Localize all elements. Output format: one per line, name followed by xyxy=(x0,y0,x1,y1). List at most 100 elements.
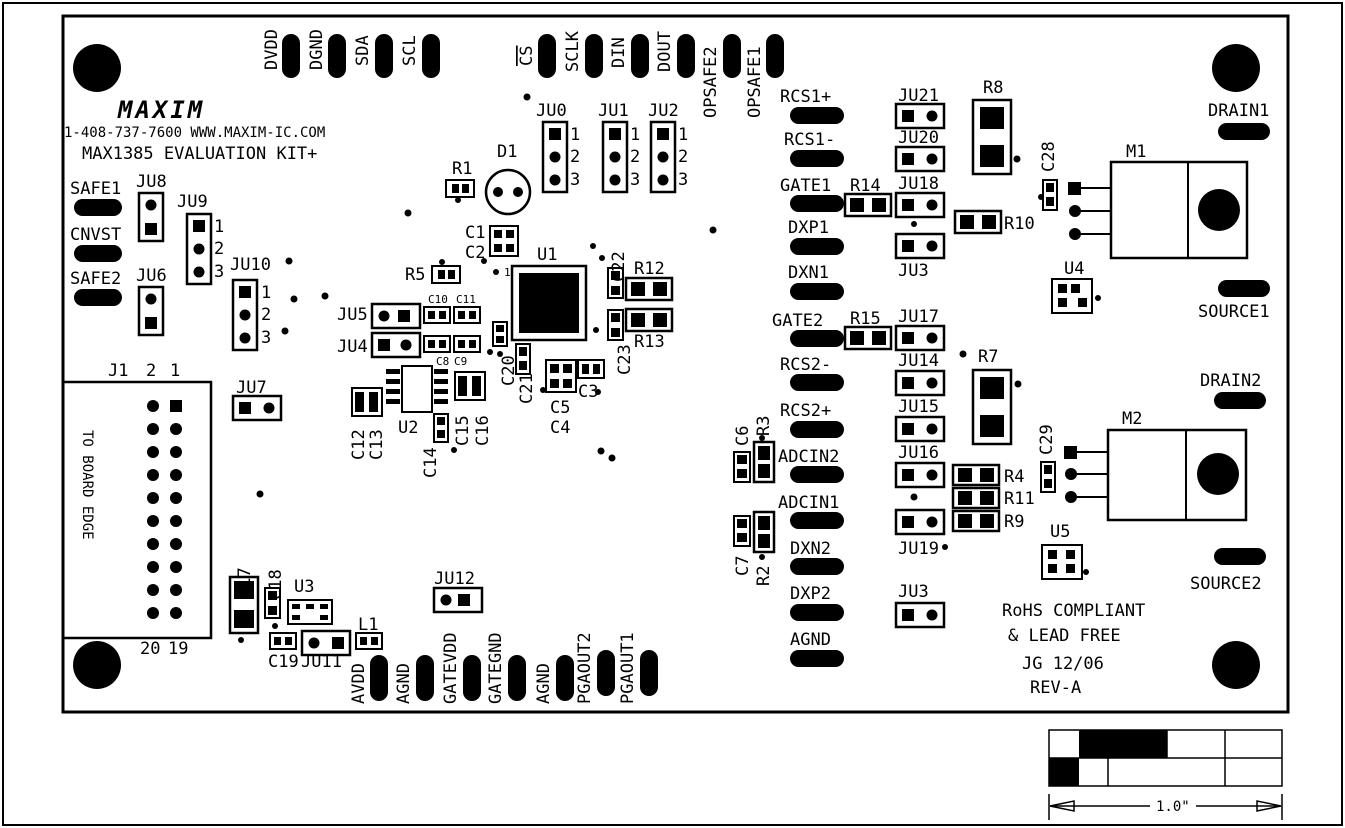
label-drain1: DRAIN1 xyxy=(1208,101,1269,121)
label-ju8: JU7 xyxy=(236,378,267,398)
label-ju21: JU21 xyxy=(898,86,939,106)
label-rcs2m: RCS2- xyxy=(780,355,831,375)
label-c28: C28 xyxy=(1039,141,1059,172)
jumper-ju11 xyxy=(231,278,259,352)
label-din: DIN xyxy=(609,37,629,68)
pin-number: 1 xyxy=(504,266,511,279)
label-c13: C13 xyxy=(367,429,387,460)
label-c29: C29 xyxy=(1037,424,1057,455)
pad-din xyxy=(631,34,649,78)
rohs-line2: & LEAD FREE xyxy=(1008,626,1121,646)
jumper-ju8 xyxy=(231,394,283,422)
label-r10: R10 xyxy=(1004,214,1035,234)
ic-u2 xyxy=(401,365,433,413)
pin xyxy=(193,243,205,255)
pad-sda xyxy=(375,34,393,78)
label-ju9: JU8 xyxy=(136,172,167,192)
mounting-hole xyxy=(1212,641,1260,689)
top-pad-group: DVDD DGND SDA SCL CS SCLK DIN DOUT OPSAF… xyxy=(262,29,784,118)
pin-number: 3 xyxy=(214,262,224,282)
label-dxn1: DXN1 xyxy=(788,263,829,283)
label-cnvst: CNVST xyxy=(70,225,121,245)
capacitor-c17 xyxy=(228,575,260,635)
label-c11: C11 xyxy=(456,293,476,306)
j1-pin-2: 2 xyxy=(146,361,156,381)
jumper-ju2 xyxy=(649,120,677,194)
right-pad-group: DRAIN1 SOURCE1 DRAIN2 SOURCE2 xyxy=(1190,101,1270,594)
jumper-ju6 xyxy=(370,302,422,330)
label-r5: R4 xyxy=(1004,467,1024,487)
mounting-hole xyxy=(73,44,121,92)
bottom-pad-group: AVDD AGND GATEVDD GATEGND AGND PGAOUT2 P… xyxy=(349,632,658,704)
label-r13: R13 xyxy=(634,332,665,352)
j1-pin-grid xyxy=(147,400,182,619)
pin-number: 2 xyxy=(630,147,640,167)
label-m1: M1 xyxy=(1126,142,1146,162)
pad-scl xyxy=(422,34,440,78)
pad-gatevdd xyxy=(463,655,481,701)
label-l1: L1 xyxy=(358,615,378,635)
ic-u3 xyxy=(287,599,333,625)
pin xyxy=(239,332,251,344)
label-d1: D1 xyxy=(497,142,517,162)
label-c8: C8 xyxy=(436,355,449,368)
capacitor-c5 xyxy=(545,359,577,393)
connector-note: TO BOARD EDGE xyxy=(79,430,95,540)
label-c16: C16 xyxy=(473,415,493,446)
label-r12: R12 xyxy=(634,259,665,279)
label-cs: CS xyxy=(517,46,537,66)
label-c2: C2 xyxy=(465,243,485,263)
pin-number: 3 xyxy=(261,328,271,348)
label-ju4: JU3 xyxy=(898,582,929,602)
label-opsafe2: OPSAFE2 xyxy=(701,46,721,118)
pin-number: 2 xyxy=(261,305,271,325)
pin xyxy=(263,402,275,414)
label-ju3: JU3 xyxy=(898,261,929,281)
label-c20: C20 xyxy=(499,355,519,386)
pin-number: 3 xyxy=(570,170,580,190)
pad-cs xyxy=(538,34,556,78)
label-r14: R14 xyxy=(850,176,881,196)
jumper-ju7 xyxy=(137,285,165,337)
pad-opsafe2 xyxy=(723,34,741,78)
jumper-ju9 xyxy=(137,191,165,243)
pin xyxy=(239,309,251,321)
label-ju20: JU20 xyxy=(898,128,939,148)
revision: REV-A xyxy=(1030,678,1081,698)
label-sclk: SCLK xyxy=(563,30,583,72)
pad-sclk xyxy=(585,34,603,78)
company-contact: 1-408-737-7600 WWW.MAXIM-IC.COM xyxy=(64,125,325,141)
label-c9: C9 xyxy=(454,355,467,368)
pin-number: 1 xyxy=(261,283,271,303)
capacitors-c15-c16 xyxy=(454,371,486,401)
pad-dvdd xyxy=(282,34,300,78)
pin xyxy=(193,266,205,278)
maxim-logo: MAXIM xyxy=(117,96,205,124)
mounting-hole xyxy=(1212,44,1260,92)
jumper-column: JU21 JU20 JU18 JU3 JU17 JU14 JU15 JU16 J… xyxy=(894,86,946,629)
label-u5: U5 xyxy=(1050,522,1070,542)
label-c14: C14 xyxy=(421,447,441,478)
label-safe2: SAFE2 xyxy=(70,269,121,289)
label-ju6: JU5 xyxy=(337,305,368,325)
label-opsafe1: OPSAFE1 xyxy=(745,46,765,118)
board-title: MAX1385 EVALUATION KIT+ xyxy=(82,144,317,164)
pin xyxy=(145,223,157,235)
label-m2: M2 xyxy=(1122,409,1142,429)
label-r9: R9 xyxy=(1004,512,1024,532)
label-dgnd: DGND xyxy=(307,29,327,70)
jumper-ju12 xyxy=(300,629,352,657)
j1-pin-20: 20 xyxy=(140,639,160,659)
pad-safe2 xyxy=(74,289,122,306)
pin-number: 1 xyxy=(214,217,224,237)
label-ju2: JU2 xyxy=(648,101,679,121)
pad-pgaout2 xyxy=(597,650,615,696)
label-ju12: JU11 xyxy=(301,652,342,672)
ic-u4 xyxy=(1051,278,1093,314)
label-rcs1m: RCS1- xyxy=(784,130,835,150)
pad-cnvst xyxy=(74,245,122,262)
label-drain2: DRAIN2 xyxy=(1200,371,1261,391)
label-gategnd: GATEGND xyxy=(486,632,506,704)
